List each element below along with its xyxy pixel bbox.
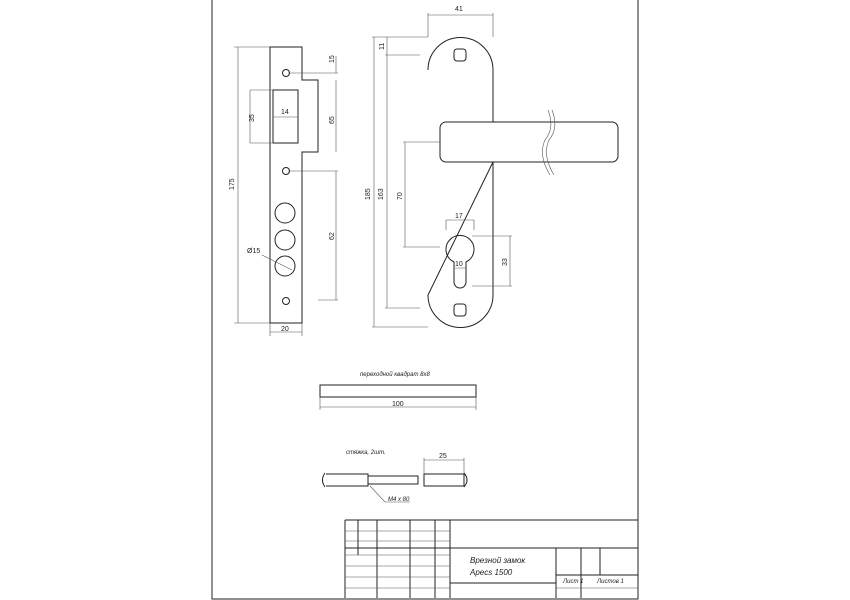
drawing-title: Врезной замок xyxy=(470,556,526,565)
dim-notch: 65 xyxy=(329,116,336,124)
dim-hole-diameter: Ø15 xyxy=(247,248,260,255)
dim-slot-width: 14 xyxy=(281,109,289,116)
dim-width: 20 xyxy=(281,326,289,333)
dim-top: 15 xyxy=(329,55,336,63)
dim-slot-height: 35 xyxy=(249,114,256,122)
cylinder-hole xyxy=(445,234,475,289)
dim-inner: 163 xyxy=(378,188,385,200)
dim-spindle-length: 100 xyxy=(392,401,404,408)
spindle-label: переходной квадрат 8x8 xyxy=(360,371,430,378)
lever-handle xyxy=(439,121,619,163)
screw-hole-icon xyxy=(453,48,467,62)
strike-plate: 175 20 15 65 35 14 62 Ø15 xyxy=(229,46,338,336)
bolt-size: M4 x 80 xyxy=(388,497,410,503)
dim-sleeve: 25 xyxy=(439,453,447,460)
dim-cylinder-width: 17 xyxy=(455,213,463,220)
dim-cylinder-slot: 10 xyxy=(455,261,463,268)
sheet-number: Лист 1 xyxy=(562,579,583,585)
title-block: Врезной замок Apecs 1500 Лист 1 Листов 1 xyxy=(344,519,638,598)
spindle: переходной квадрат 8x8 100 xyxy=(319,371,477,410)
bolts-label: стяжка, 2шт. xyxy=(346,450,386,456)
dim-lower: 62 xyxy=(329,232,336,240)
screw-hole-icon xyxy=(453,303,467,317)
dim-cylinder-height: 33 xyxy=(502,258,509,266)
dim-height: 175 xyxy=(229,178,236,190)
drawing-model: Apecs 1500 xyxy=(469,568,513,577)
dim-top: 11 xyxy=(379,43,386,50)
screw-hole-icon xyxy=(282,297,290,305)
dim-width: 41 xyxy=(455,6,463,13)
connecting-bolts: стяжка, 2шт. 25 M4 x 80 xyxy=(322,450,468,503)
sheet-count: Листов 1 xyxy=(596,579,624,585)
sheet-frame xyxy=(211,0,639,600)
handle-plate: 41 185 163 11 70 17 10 33 xyxy=(365,6,619,328)
dim-handle-to-cylinder: 70 xyxy=(397,192,404,200)
dim-total: 185 xyxy=(365,188,372,200)
